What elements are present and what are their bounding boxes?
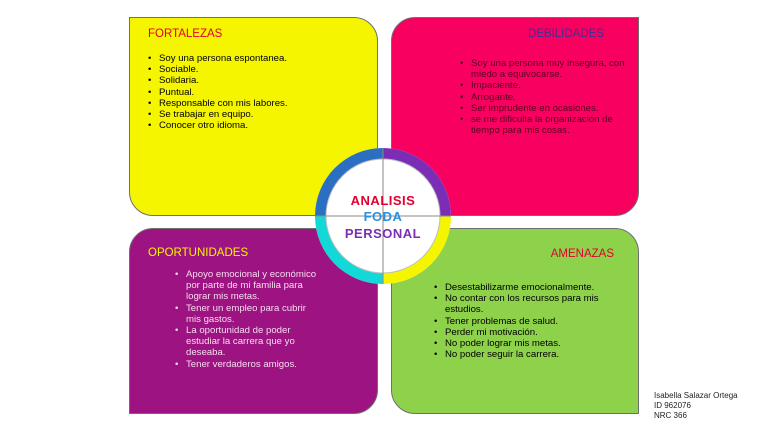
center-title-line-1: ANALISIS bbox=[350, 193, 416, 208]
author-nrc: NRC 366 bbox=[654, 411, 687, 420]
list-item: Tener verdaderos amigos. bbox=[175, 359, 321, 370]
list-item: se me dificulta la organización de tiemp… bbox=[460, 114, 628, 136]
list-item: Solidaria. bbox=[148, 75, 288, 86]
author-id: ID 962076 bbox=[654, 401, 691, 410]
list-item: Sociable. bbox=[148, 64, 288, 75]
amenazas-title: AMENAZAS bbox=[550, 248, 614, 260]
oportunidades-list: Apoyo emocional y económico por parte de… bbox=[175, 269, 321, 370]
center-title-line-2: FODA bbox=[363, 209, 403, 224]
fortalezas-panel: FORTALEZAS Soy una persona espontanea.So… bbox=[129, 17, 378, 216]
list-item: Apoyo emocional y económico por parte de… bbox=[175, 269, 321, 303]
list-item: La oportunidad de poder estudiar la carr… bbox=[175, 325, 321, 359]
list-item: Arrogante. bbox=[460, 92, 628, 103]
fortalezas-list: Soy una persona espontanea.Sociable.Soli… bbox=[148, 53, 288, 132]
debilidades-list: Soy una persona muy insegura, con miedo … bbox=[460, 58, 628, 136]
list-item: Perder mi motivación. bbox=[434, 327, 628, 338]
center-title-line-3: PERSONAL bbox=[344, 226, 422, 241]
list-item: No poder lograr mis metas. bbox=[434, 338, 628, 349]
list-item: Conocer otro idioma. bbox=[148, 120, 288, 131]
list-item: No contar con los recursos para mis estu… bbox=[434, 293, 628, 315]
list-item: No poder seguir la carrera. bbox=[434, 349, 628, 360]
list-item: Ser imprudente en ocasiones. bbox=[460, 103, 628, 114]
list-item: Responsable con mis labores. bbox=[148, 98, 288, 109]
debilidades-panel: DEBILIDADES Soy una persona muy insegura… bbox=[391, 17, 639, 216]
debilidades-title: DEBILIDADES bbox=[527, 28, 604, 40]
center-badge: ANALISIS FODA PERSONAL bbox=[308, 146, 458, 286]
fortalezas-title: FORTALEZAS bbox=[148, 28, 223, 40]
list-item: Tener problemas de salud. bbox=[434, 316, 628, 327]
list-item: Se trabajar en equipo. bbox=[148, 109, 288, 120]
author-name: Isabella Salazar Ortega bbox=[654, 391, 738, 400]
list-item: Tener un empleo para cubrir mis gastos. bbox=[175, 303, 321, 325]
author-info: Isabella Salazar Ortega ID 962076 NRC 36… bbox=[654, 391, 738, 421]
list-item: Desestabilizarme emocionalmente. bbox=[434, 282, 628, 293]
center-ring bbox=[315, 148, 451, 284]
amenazas-list: Desestabilizarme emocionalmente.No conta… bbox=[434, 282, 628, 361]
list-item: Soy una persona muy insegura, con miedo … bbox=[460, 58, 628, 80]
oportunidades-title: OPORTUNIDADES bbox=[148, 247, 249, 259]
list-item: Puntual. bbox=[148, 87, 288, 98]
list-item: Soy una persona espontanea. bbox=[148, 53, 288, 64]
list-item: Impaciente. bbox=[460, 80, 628, 91]
